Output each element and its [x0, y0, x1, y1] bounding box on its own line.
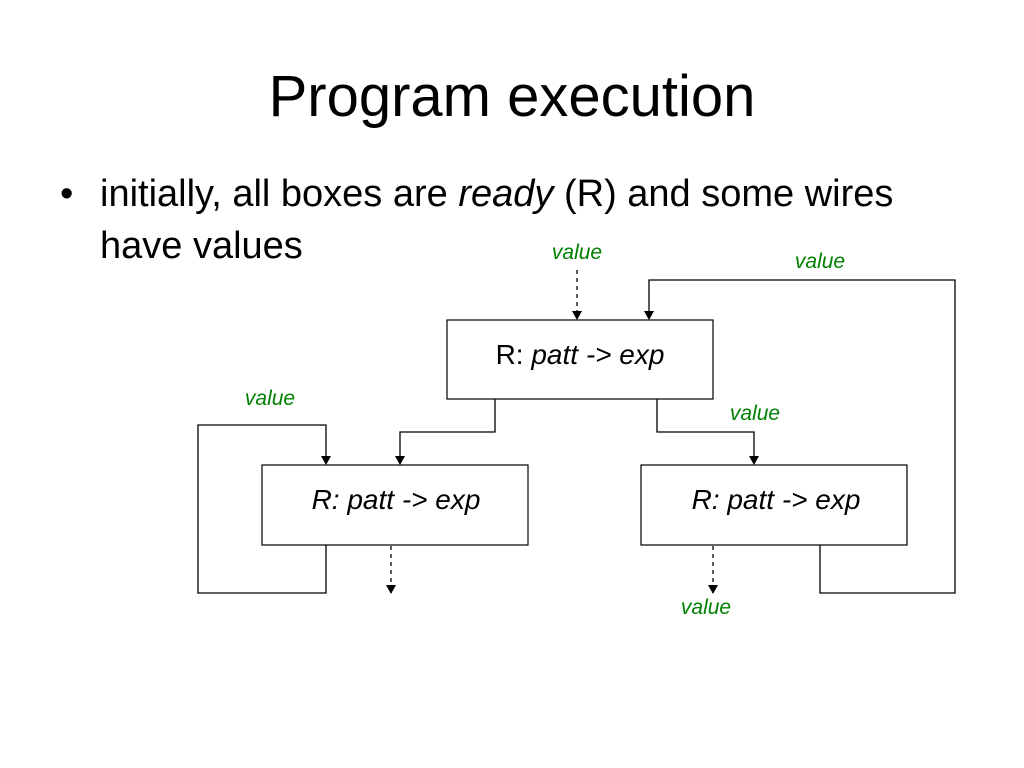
arrowhead-top-to-right — [749, 456, 759, 465]
arrowhead-left-output — [386, 585, 396, 594]
slide-title: Program execution — [268, 64, 756, 129]
box-top-prefix: R: — [496, 339, 532, 370]
value-label-top-to-right: value — [730, 402, 780, 425]
box-right — [640, 464, 908, 546]
bullet-text-after: (R) and some wires have values — [100, 173, 894, 267]
box-left-text: R: patt -> exp — [312, 484, 481, 515]
wire-top-to-right — [656, 399, 755, 456]
value-label-top-input: value — [552, 241, 602, 264]
wire-top-to-left — [399, 399, 496, 456]
value-label-right-output: value — [681, 596, 731, 619]
arrowhead-top-input — [572, 311, 582, 320]
bullet-marker: • — [60, 173, 74, 215]
arrowhead-top-to-left — [395, 456, 405, 465]
box-top-text: R: patt -> exp — [496, 339, 665, 370]
wire-feedback-left — [197, 424, 327, 594]
arrowhead-feedback-left — [321, 456, 331, 465]
bullet-text-before: initially, all boxes are — [100, 173, 459, 215]
arrowhead-right-output — [708, 585, 718, 594]
value-label-feedback-right: value — [795, 250, 845, 273]
box-left — [261, 464, 529, 546]
bullet-text: initially, all boxes are ready (R) and s… — [100, 168, 980, 272]
arrowhead-feedback-right — [644, 311, 654, 320]
wire-feedback-right — [648, 279, 956, 594]
value-label-feedback-left: value — [245, 387, 295, 410]
box-top — [446, 319, 714, 400]
box-top-rule: patt -> exp — [530, 339, 664, 370]
bullet-text-emphasis: ready — [458, 173, 554, 215]
box-right-text: R: patt -> exp — [692, 484, 861, 515]
